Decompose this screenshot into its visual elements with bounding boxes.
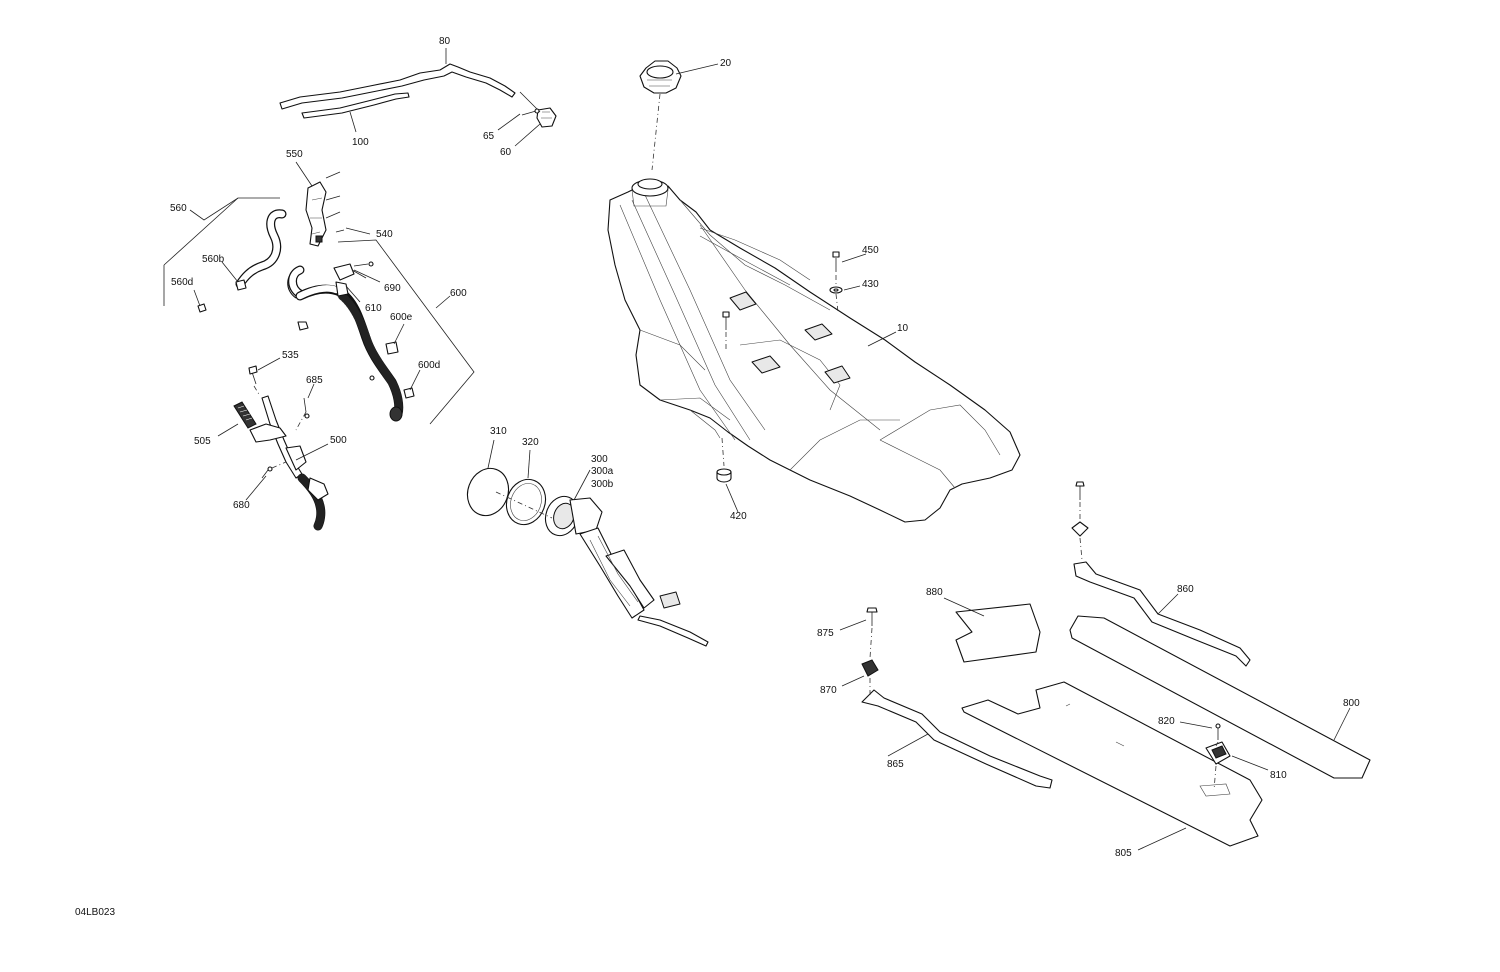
lock-ring-310 (466, 467, 510, 517)
filter-560d (197, 303, 207, 313)
callout-65: 65 (483, 131, 495, 142)
callout-560b: 560b (202, 254, 225, 265)
strap-865 (861, 689, 1053, 789)
fuel-line-500 (249, 395, 329, 531)
callout-100: 100 (352, 137, 369, 148)
callout-20: 20 (720, 58, 732, 69)
callout-560: 560 (170, 203, 187, 214)
callout-560d: 560d (171, 277, 193, 288)
screw-820 (1215, 723, 1221, 740)
screw-strap-top (1071, 481, 1089, 537)
callout-610: 610 (365, 303, 382, 314)
nut-870 (861, 659, 879, 677)
screw-690 (353, 261, 374, 267)
callout-875: 875 (817, 628, 834, 639)
pad-880 (955, 603, 1041, 663)
fuel-tank-10 (607, 178, 1021, 523)
screw-535 (248, 365, 258, 385)
callout-420: 420 (730, 511, 747, 522)
callout-300a: 300a (591, 466, 614, 477)
callout-450: 450 (862, 245, 879, 256)
seal-320 (505, 478, 547, 526)
return-hose-600 (295, 281, 404, 422)
callout-600: 600 (450, 288, 467, 299)
callout-505: 505 (194, 436, 211, 447)
callout-300b: 300b (591, 479, 614, 490)
callout-430: 430 (862, 279, 879, 290)
callout-320: 320 (522, 437, 539, 448)
nut-hose (297, 321, 309, 331)
hose-505 (233, 401, 257, 429)
callout-310: 310 (490, 426, 507, 437)
fuel-cap-20 (639, 60, 682, 94)
callout-805: 805 (1115, 848, 1132, 859)
vent-hose-100 (301, 92, 410, 119)
callout-800: 800 (1343, 698, 1360, 709)
clamp-610 (333, 263, 367, 281)
callout-labels: 80 100 65 60 20 550 560 540 560b 560d 69… (170, 36, 1360, 859)
vent-hose-80 (279, 63, 516, 110)
connector-560b (235, 279, 247, 291)
heat-shield-800 (1069, 615, 1371, 779)
callout-870: 870 (820, 685, 837, 696)
fuel-hose-560 (235, 209, 305, 299)
bolt-tank-mount (722, 311, 730, 330)
callout-600e: 600e (390, 312, 413, 323)
clip-600e (385, 341, 399, 355)
callout-690: 690 (384, 283, 401, 294)
callout-60: 60 (500, 147, 512, 158)
callout-540: 540 (376, 229, 393, 240)
screw-680 (261, 466, 273, 479)
washer-430 (829, 286, 843, 294)
callout-680: 680 (233, 500, 250, 511)
vent-valve-60 (519, 91, 557, 128)
grommet-420 (716, 468, 732, 483)
diagram-code: 04LB023 (75, 907, 115, 918)
bracket-550 (305, 181, 327, 247)
callout-880: 880 (926, 587, 943, 598)
callout-820: 820 (1158, 716, 1175, 727)
heat-shield-805 (961, 681, 1263, 847)
leader-lines (163, 48, 1351, 851)
clamp-65 (521, 108, 540, 116)
callout-535: 535 (282, 350, 299, 361)
callout-600d: 600d (418, 360, 440, 371)
callout-80: 80 (439, 36, 451, 47)
callout-865: 865 (887, 759, 904, 770)
callout-300: 300 (591, 454, 608, 465)
callout-685: 685 (306, 375, 323, 386)
callout-810: 810 (1270, 770, 1287, 781)
strap-860 (1073, 561, 1251, 667)
callout-550: 550 (286, 149, 303, 160)
bolt-450 (832, 251, 840, 272)
clamp-600d (369, 375, 415, 399)
callout-500: 500 (330, 435, 347, 446)
callout-860: 860 (1177, 584, 1194, 595)
screw-685 (303, 397, 310, 419)
screw-875 (866, 607, 878, 626)
fuel-pump-300 (544, 495, 709, 647)
callout-10: 10 (897, 323, 909, 334)
screw-540 (325, 171, 345, 233)
